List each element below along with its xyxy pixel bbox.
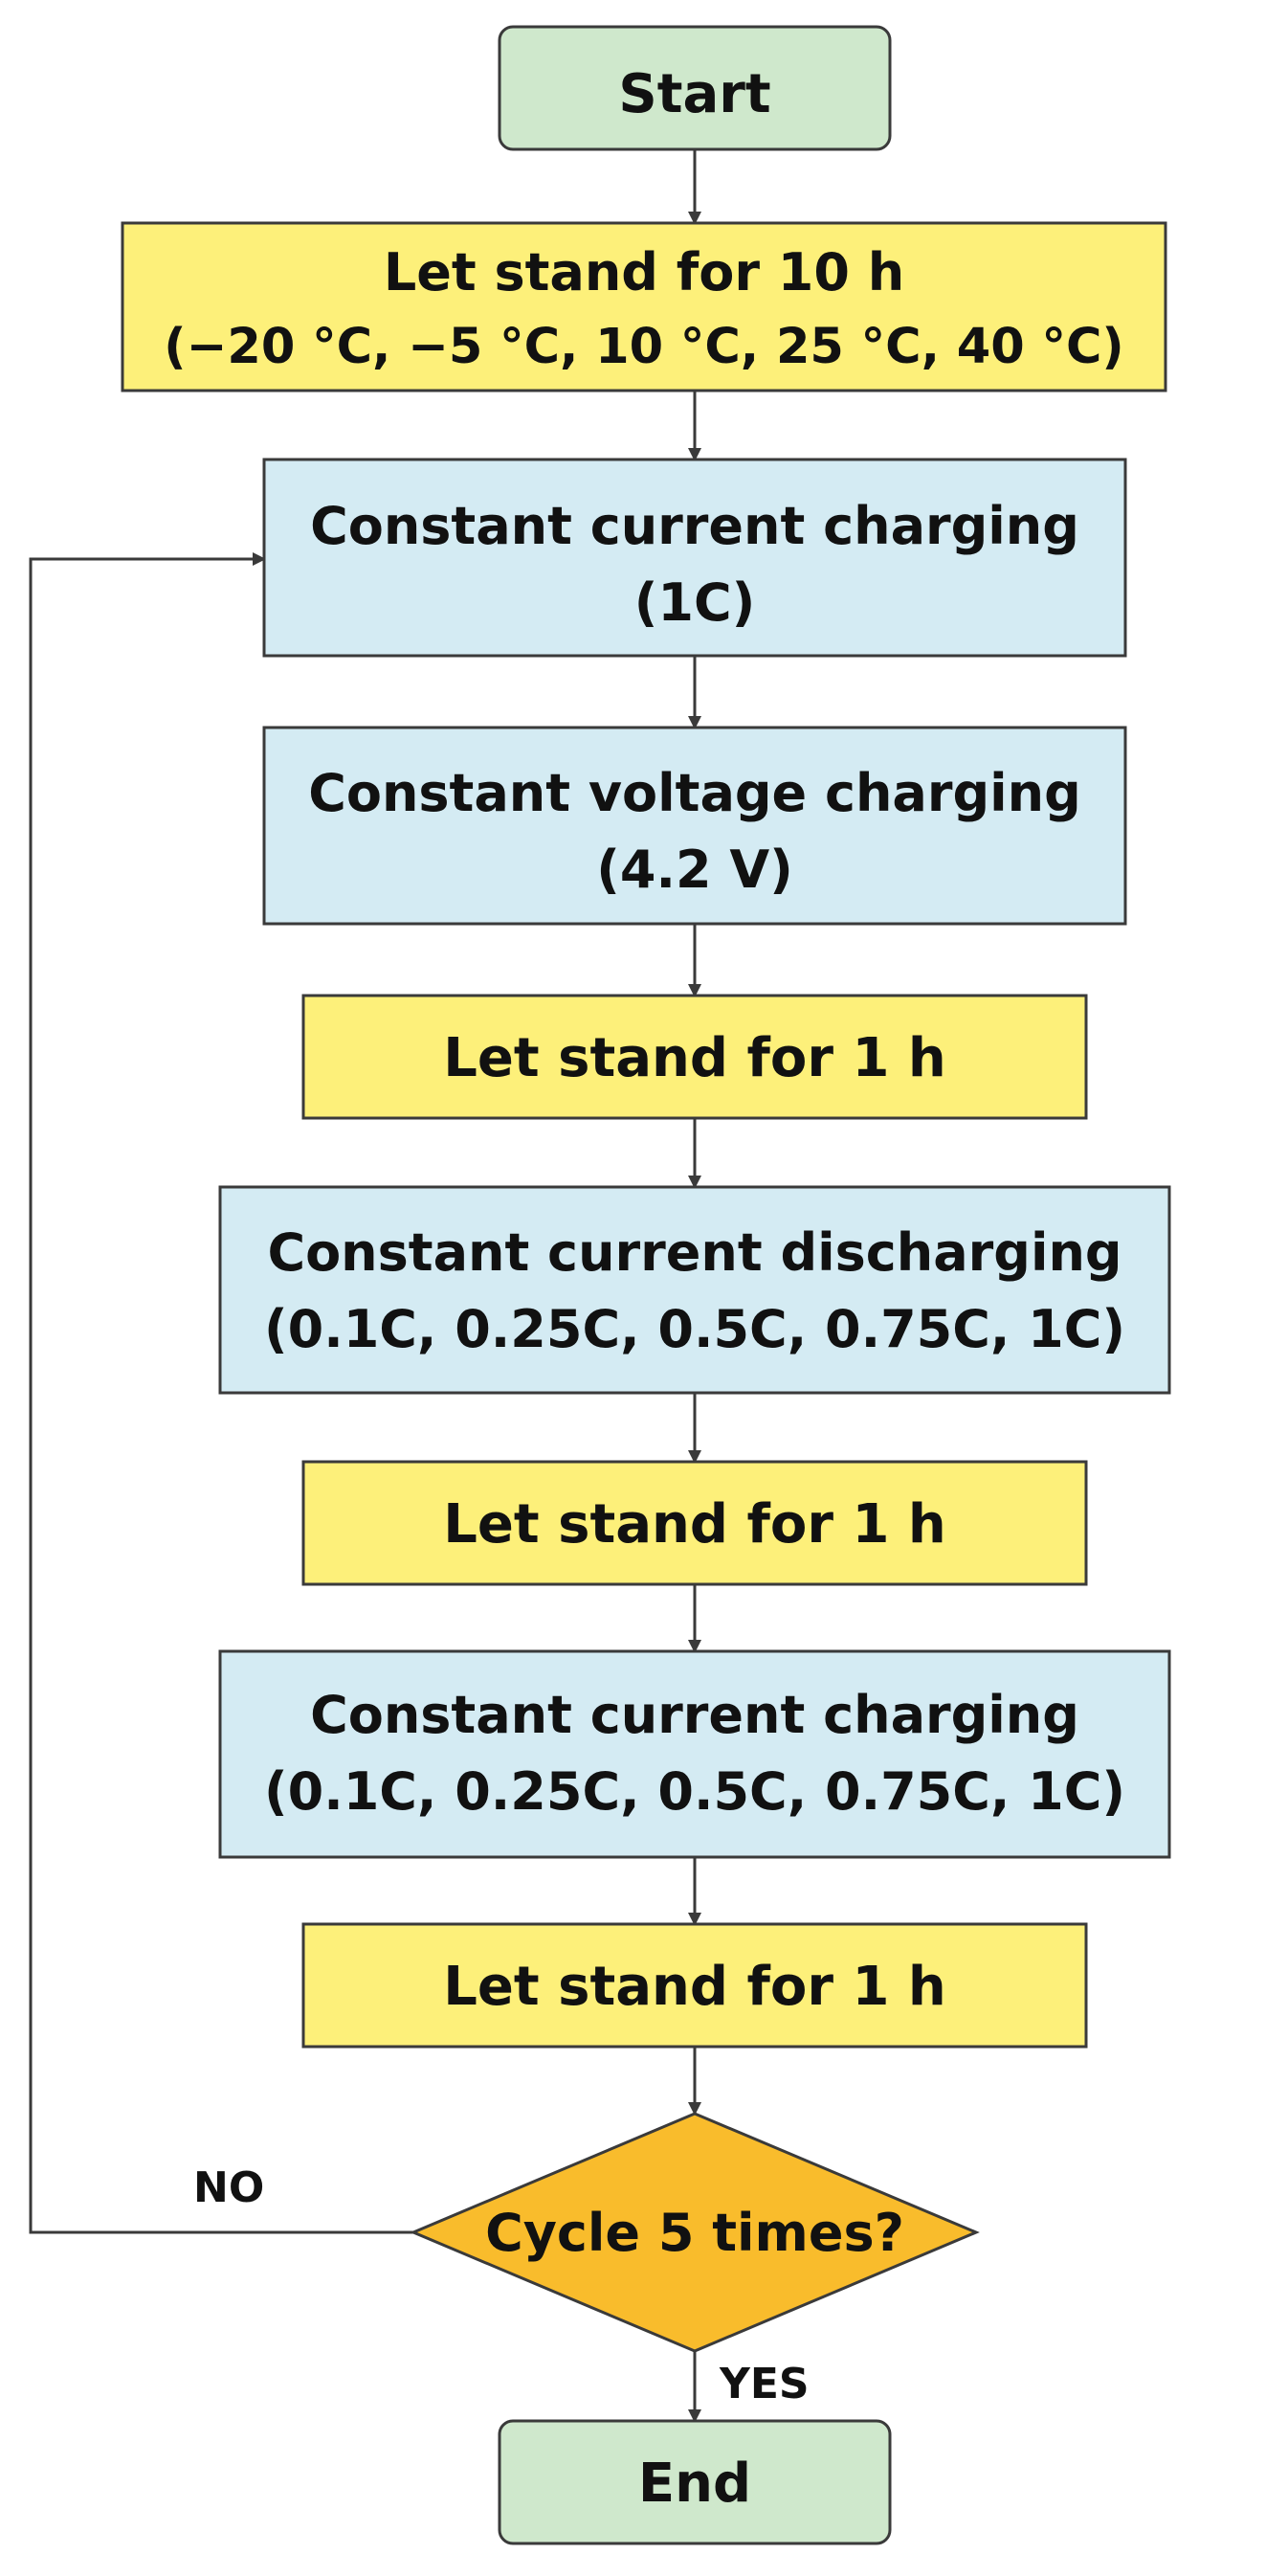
stand-1h-box-1 [301,994,1088,1120]
stand-1h-label-3: Let stand for 1 h [443,1956,946,2018]
nodes: Start Let stand for 10 h (−20 °C, −5 °C,… [121,25,1171,2545]
cv-charging-voltage: (4.2 V) [596,840,793,900]
no-label: NO [193,2163,264,2212]
cc-discharging-box [218,1185,1171,1395]
cc-charging-1c-label: Constant current charging [310,496,1079,556]
stand-10h-box [121,221,1167,392]
cv-charging-label: Constant voltage charging [308,763,1081,823]
end-box [498,2419,892,2545]
stand-10h-label: Let stand for 10 h [384,242,904,302]
stand-10h-node: Let stand for 10 h (−20 °C, −5 °C, 10 °C… [121,221,1167,392]
cv-charging-node: Constant voltage charging (4.2 V) [262,726,1127,926]
start-node: Start [498,25,892,151]
start-label: Start [618,63,770,125]
stand-10h-temps: (−20 °C, −5 °C, 10 °C, 25 °C, 40 °C) [164,319,1123,375]
cc-discharging-node: Constant current discharging (0.1C, 0.25… [218,1185,1171,1395]
yes-label: YES [719,2360,810,2408]
stand-1h-node-2: Let stand for 1 h [301,1460,1088,1586]
end-node: End [498,2419,892,2545]
stand-1h-node-1: Let stand for 1 h [301,994,1088,1120]
cycle-decision-diamond [410,2112,980,2353]
start-box [498,25,892,151]
cc-charging-rates-values: (0.1C, 0.25C, 0.5C, 0.75C, 1C) [264,1761,1125,1822]
cycle-decision-node: Cycle 5 times? [410,2112,980,2353]
cv-charging-box [262,726,1127,926]
cc-discharging-rates: (0.1C, 0.25C, 0.5C, 0.75C, 1C) [264,1299,1125,1359]
edges [29,149,701,2423]
stand-1h-node-3: Let stand for 1 h [301,1922,1088,2049]
arrow-loop-back-no [29,552,413,2234]
stand-1h-label-2: Let stand for 1 h [443,1493,946,1556]
cc-discharging-label: Constant current discharging [267,1222,1121,1283]
cc-charging-1c-rate: (1C) [634,572,756,633]
cc-charging-rates-node: Constant current charging (0.1C, 0.25C, … [218,1649,1171,1859]
cc-charging-rates-box [218,1649,1171,1859]
end-label: End [638,2453,751,2515]
stand-1h-label-1: Let stand for 1 h [443,1027,946,1089]
cc-charging-rates-label: Constant current charging [310,1685,1079,1745]
cc-charging-1c-node: Constant current charging (1C) [262,458,1127,658]
stand-1h-box-2 [301,1460,1088,1586]
cycle-decision-label: Cycle 5 times? [485,2203,904,2263]
cc-charging-1c-box [262,458,1127,658]
stand-1h-box-3 [301,1922,1088,2049]
